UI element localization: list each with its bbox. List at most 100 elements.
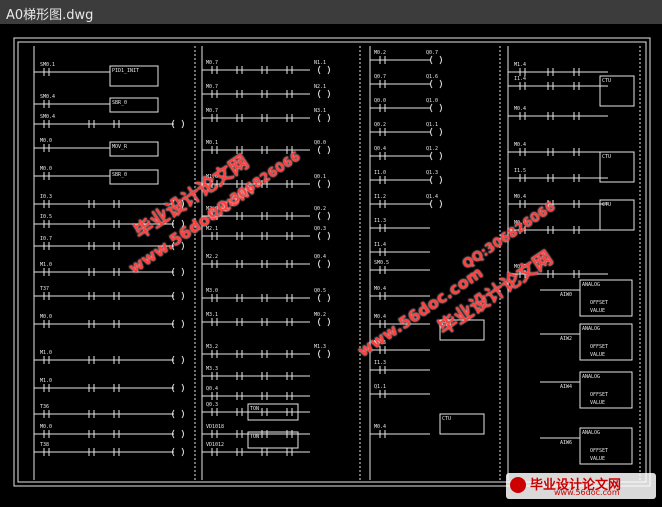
coil-label-c3-2: Q1.0 xyxy=(426,98,438,104)
coil-c1-15 xyxy=(173,448,184,456)
coil-c1-2 xyxy=(173,120,184,128)
contact-label-c2-14: VD1018 xyxy=(206,424,224,430)
contact-label-c2-13: Q0.3 xyxy=(206,402,218,408)
contact-label-c1-6: I0.5 xyxy=(40,214,52,220)
analog-input-1: AIW2 xyxy=(560,336,572,342)
contact-label-c1-1: SM0.4 xyxy=(40,94,55,100)
contact-label-c3-6: I1.2 xyxy=(374,194,386,200)
function-block-title-c4-analog-2: ANALOG xyxy=(582,374,600,380)
contact-label-c3-13: I1.3 xyxy=(374,360,386,366)
contact-label-c2-3: M0.1 xyxy=(206,140,218,146)
analog-value-2: VALUE xyxy=(590,400,605,406)
coil-c2-6 xyxy=(319,232,330,240)
contact-label-c2-1: M0.7 xyxy=(206,84,218,90)
contact-label-c1-9: T37 xyxy=(40,286,49,292)
contact-label-c3-7: I1.3 xyxy=(374,218,386,224)
function-block-title-c1-4: SBR_0 xyxy=(112,172,127,178)
coil-c1-11 xyxy=(173,356,184,364)
contact-label-c2-15: VD1012 xyxy=(206,442,224,448)
coil-c2-7 xyxy=(319,260,330,268)
coil-label-c2-5: Q0.2 xyxy=(314,206,326,212)
analog-offset-2: OFFSET xyxy=(590,392,608,398)
coil-label-c2-9: M0.2 xyxy=(314,312,326,318)
coil-label-c2-7: Q0.4 xyxy=(314,254,326,260)
coil-label-c3-3: Q1.1 xyxy=(426,122,438,128)
contact-label-c1-4: M0.0 xyxy=(40,166,52,172)
contact-label-c1-3: M0.0 xyxy=(40,138,52,144)
contact-label-c4-5: M0.4 xyxy=(514,194,526,200)
function-block-title-c4-ctu1: CTU xyxy=(602,78,611,84)
coil-c1-10 xyxy=(173,320,184,328)
coil-c1-14 xyxy=(173,430,184,438)
function-block-title-c2-t38: TON xyxy=(250,406,259,412)
contact-label-c4-0: M1.4 xyxy=(514,62,526,68)
coil-c2-3 xyxy=(319,146,330,154)
coil-c3-4 xyxy=(431,152,442,160)
contact-label-c2-12: Q0.4 xyxy=(206,386,218,392)
function-block-title-c4-analog-0: ANALOG xyxy=(582,282,600,288)
coil-label-c2-4: Q0.1 xyxy=(314,174,326,180)
contact-label-c1-10: M0.0 xyxy=(40,314,52,320)
contact-label-c2-7: M2.2 xyxy=(206,254,218,260)
contact-label-c1-13: T36 xyxy=(40,404,49,410)
contact-label-c3-3: Q0.2 xyxy=(374,122,386,128)
contact-label-c1-12: M1.0 xyxy=(40,378,52,384)
contact-label-c3-4: Q0.4 xyxy=(374,146,386,152)
window-title: A0梯形图.dwg xyxy=(6,4,93,23)
contact-label-c1-7: I0.7 xyxy=(40,236,52,242)
coil-c2-10 xyxy=(319,350,330,358)
coil-c2-4 xyxy=(319,180,330,188)
analog-offset-1: OFFSET xyxy=(590,344,608,350)
brand-logo-icon xyxy=(510,477,526,493)
coil-label-c3-0: Q0.7 xyxy=(426,50,438,56)
contact-label-c4-4: I1.5 xyxy=(514,168,526,174)
contact-label-c1-8: M1.0 xyxy=(40,262,52,268)
coil-c2-0 xyxy=(319,66,330,74)
coil-label-c3-5: Q1.3 xyxy=(426,170,438,176)
contact-label-c1-15: T38 xyxy=(40,442,49,448)
coil-label-c3-6: Q1.4 xyxy=(426,194,438,200)
contact-label-c2-8: M3.0 xyxy=(206,288,218,294)
coil-c2-1 xyxy=(319,90,330,98)
contact-label-c2-0: M0.7 xyxy=(206,60,218,66)
contact-label-c4-1: I1.4 xyxy=(514,76,526,82)
coil-label-c2-0: N1.1 xyxy=(314,60,326,66)
analog-value-0: VALUE xyxy=(590,308,605,314)
analog-offset-0: OFFSET xyxy=(590,300,608,306)
function-block-title-c1-1: SBR_0 xyxy=(112,100,127,106)
contact-label-c3-14: Q1.1 xyxy=(374,384,386,390)
coil-c1-13 xyxy=(173,410,184,418)
coil-c3-5 xyxy=(431,176,442,184)
contact-label-c3-9: SM0.5 xyxy=(374,260,389,266)
contact-label-c1-5: I0.3 xyxy=(40,194,52,200)
function-block-title-c1-0: PID1_INIT xyxy=(112,68,139,74)
analog-value-1: VALUE xyxy=(590,352,605,358)
contact-label-c1-2: SM0.4 xyxy=(40,114,55,120)
coil-c1-12 xyxy=(173,384,184,392)
contact-label-c4-3: M0.4 xyxy=(514,142,526,148)
coil-label-c2-3: Q0.0 xyxy=(314,140,326,146)
contact-label-c3-15: M0.4 xyxy=(374,424,386,430)
coil-c1-8 xyxy=(173,268,184,276)
contact-label-c3-1: Q0.7 xyxy=(374,74,386,80)
function-block-title-c4-ctu2: CTU xyxy=(602,154,611,160)
coil-c2-9 xyxy=(319,318,330,326)
function-block-title-c3-ctu2: CTU xyxy=(442,416,451,422)
coil-c3-0 xyxy=(431,56,442,64)
function-block-title-c2-t40: TON xyxy=(250,434,259,440)
analog-value-3: VALUE xyxy=(590,456,605,462)
contact-label-c2-10: M3.2 xyxy=(206,344,218,350)
contact-label-c3-0: M0.2 xyxy=(374,50,386,56)
contact-label-c1-11: M1.0 xyxy=(40,350,52,356)
window-titlebar: A0梯形图.dwg xyxy=(0,0,662,25)
coil-c3-2 xyxy=(431,104,442,112)
coil-c2-2 xyxy=(319,114,330,122)
coil-c3-6 xyxy=(431,200,442,208)
contact-label-c3-10: M0.4 xyxy=(374,286,386,292)
coil-c3-1 xyxy=(431,80,442,88)
coil-c1-9 xyxy=(173,292,184,300)
contact-label-c2-2: M0.7 xyxy=(206,108,218,114)
coil-label-c2-8: Q0.5 xyxy=(314,288,326,294)
contact-label-c3-2: Q0.0 xyxy=(374,98,386,104)
